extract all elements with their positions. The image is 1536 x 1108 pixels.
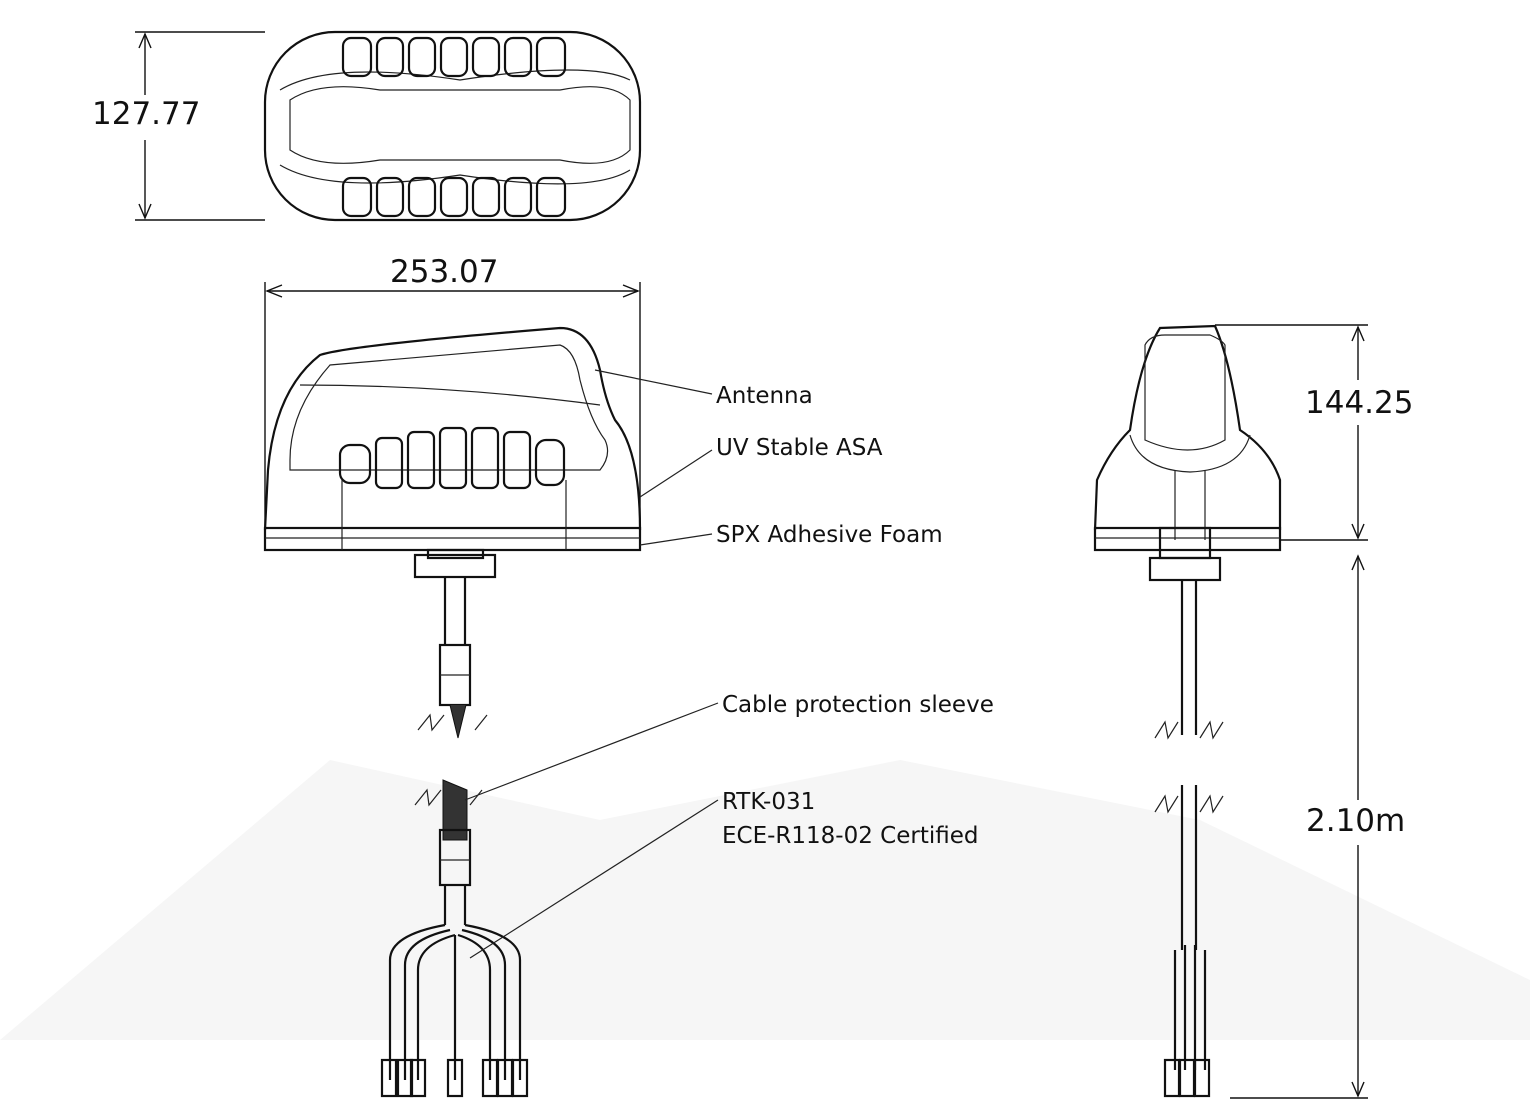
front-view (263, 326, 642, 579)
width-dimension-line (264, 282, 641, 530)
callout-certification: ECE-R118-02 Certified (722, 823, 979, 849)
depth-dimension-line (135, 31, 265, 221)
front-cable (380, 577, 529, 1098)
material-leader (639, 449, 713, 498)
model-leader (469, 799, 719, 959)
callout-leaders (464, 369, 719, 959)
foam-leader (639, 533, 713, 546)
callout-sleeve: Cable protection sleeve (722, 692, 994, 718)
callout-model: RTK-031 (722, 789, 816, 815)
callout-foam: SPX Adhesive Foam (716, 522, 943, 548)
top-view (263, 30, 642, 222)
height-dimension-line (1215, 324, 1368, 541)
height-dimension-value: 144.25 (1305, 385, 1414, 421)
callout-antenna: Antenna (716, 383, 813, 409)
width-dimension-value: 253.07 (390, 254, 499, 290)
side-view (1093, 324, 1282, 1098)
watermark (0, 760, 1530, 1040)
sleeve-leader (464, 702, 719, 801)
cable-length-value: 2.10m (1306, 803, 1406, 839)
callout-material: UV Stable ASA (716, 435, 883, 461)
antenna-leader (594, 369, 713, 395)
depth-dimension-value: 127.77 (92, 96, 201, 132)
cable-length-dimension-line (1230, 554, 1368, 1099)
